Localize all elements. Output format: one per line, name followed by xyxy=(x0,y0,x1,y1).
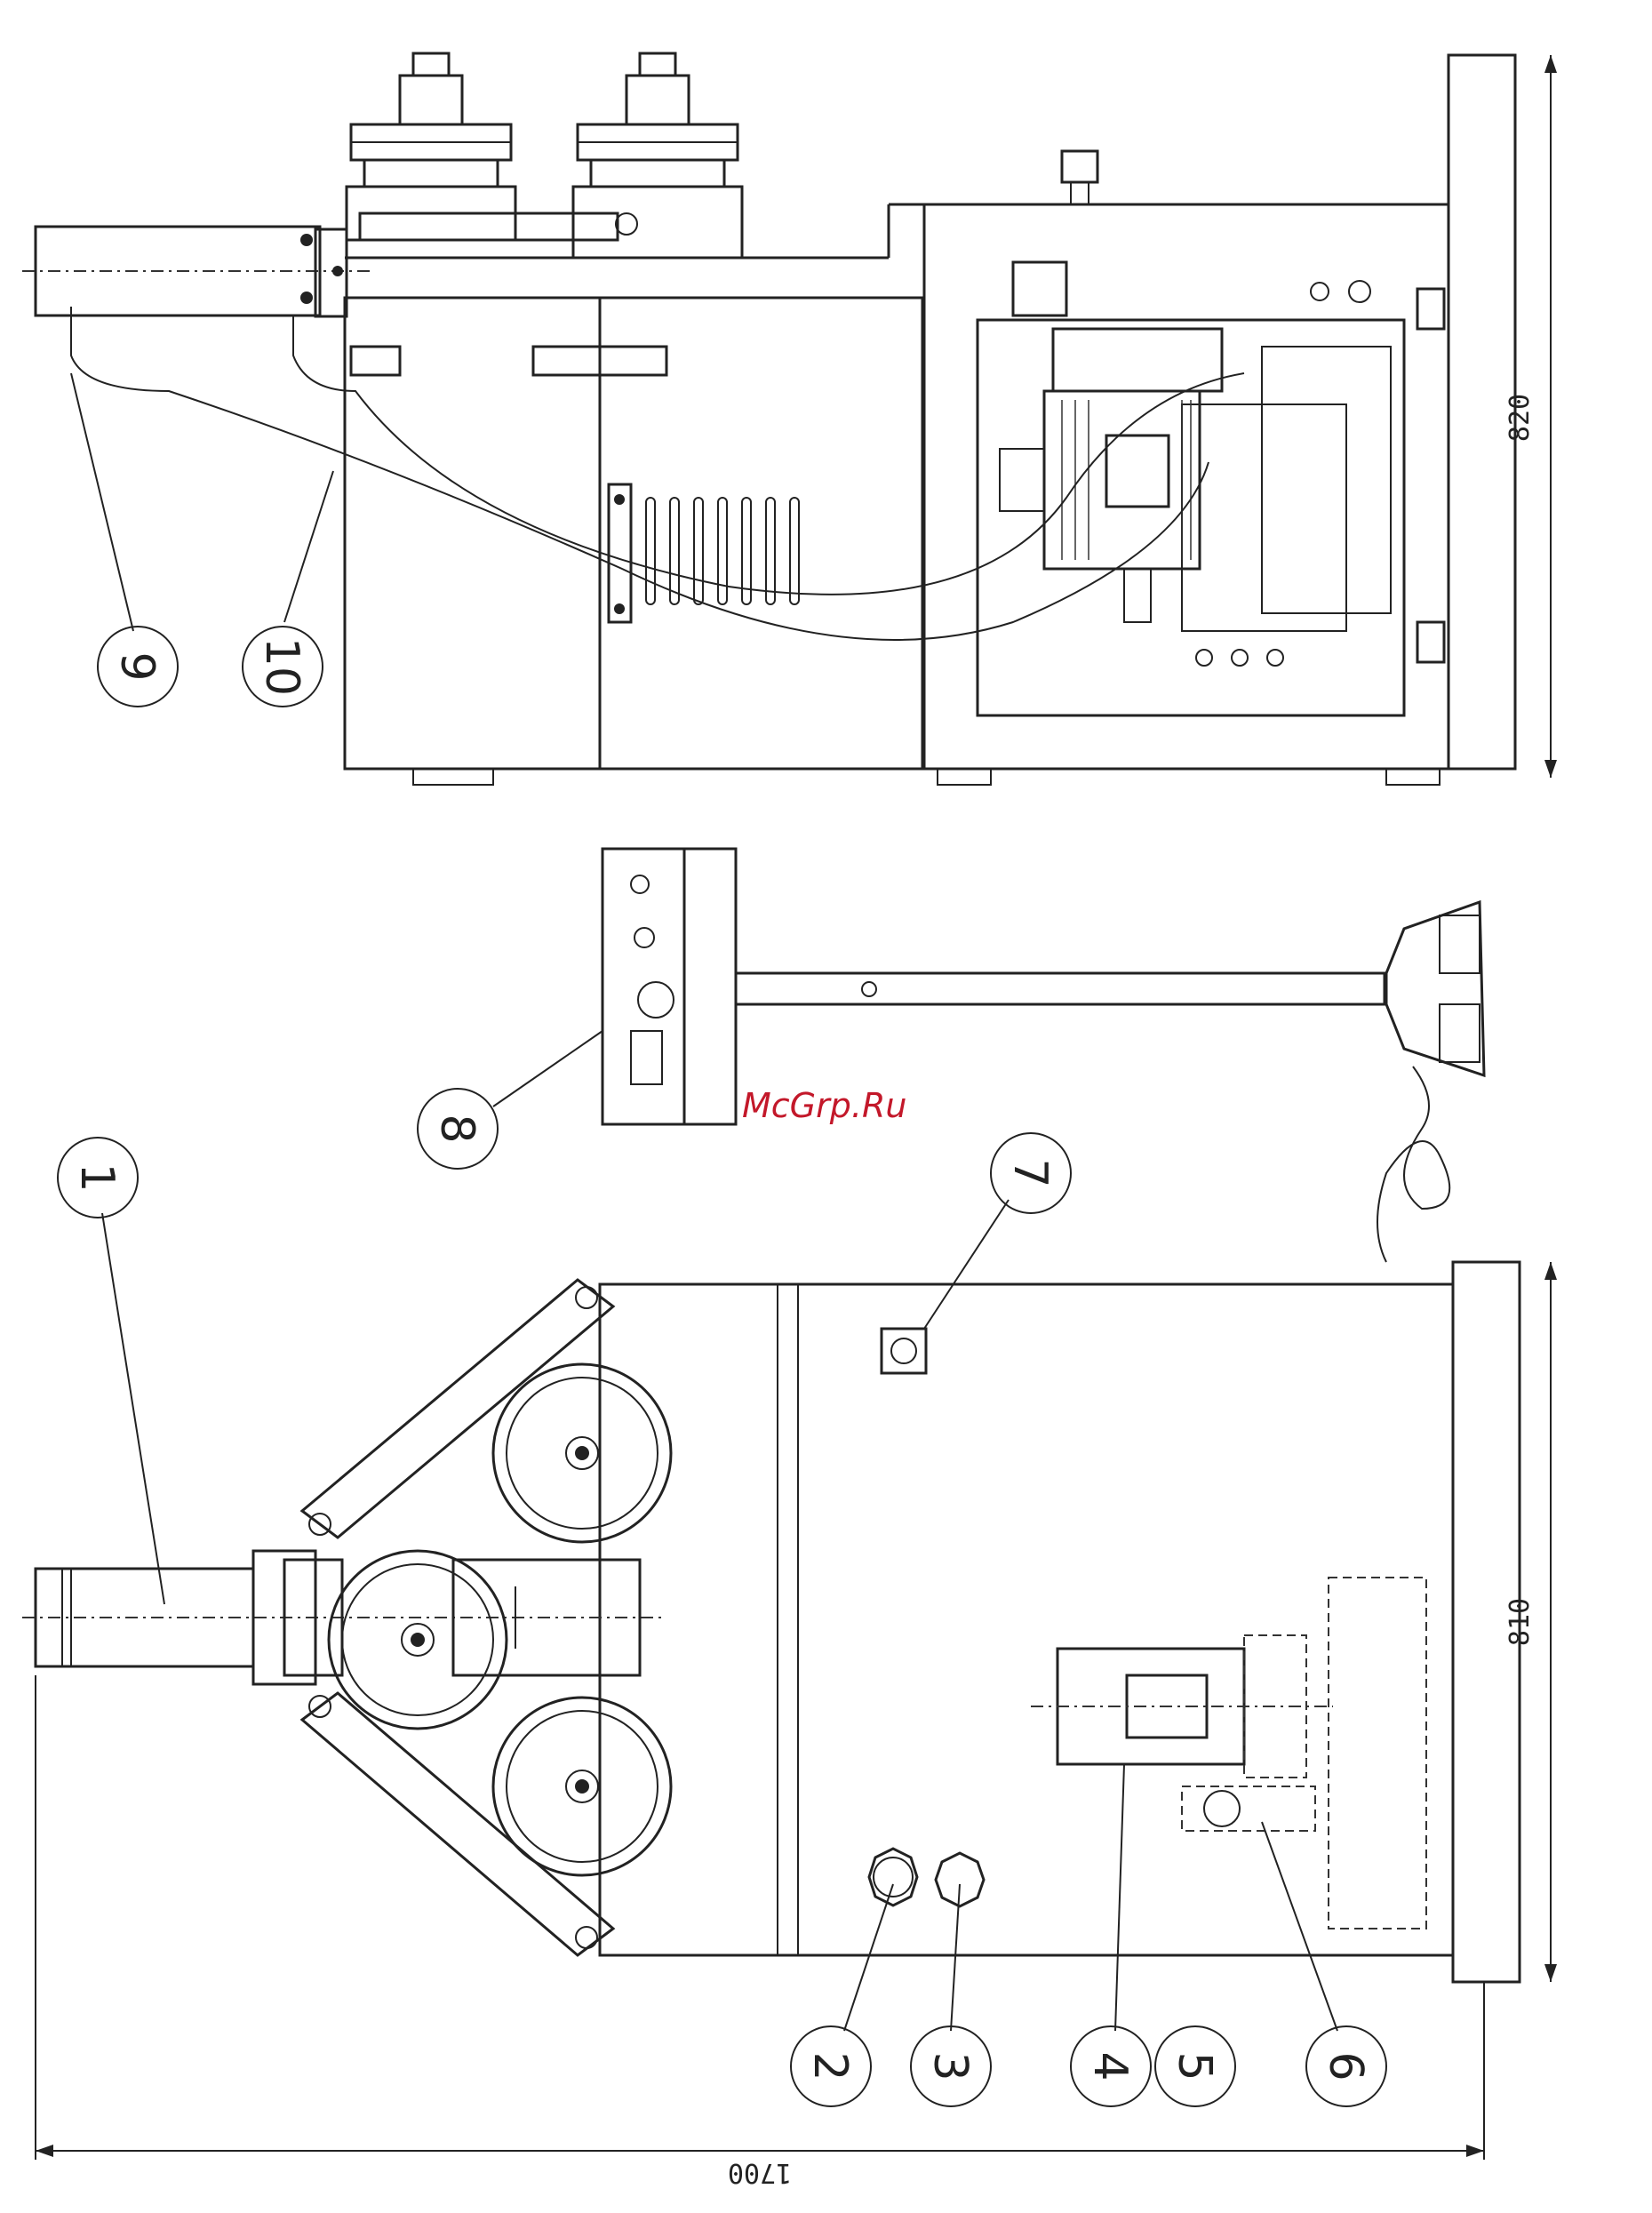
dimension-1700: 1700 xyxy=(728,2157,792,2188)
svg-text:4: 4 xyxy=(1083,2051,1137,2081)
svg-text:1: 1 xyxy=(70,1162,124,1192)
svg-text:5: 5 xyxy=(1168,2051,1221,2081)
callout-10: 10 xyxy=(243,627,323,707)
roller-top xyxy=(493,1364,671,1542)
callout-7: 7 xyxy=(991,1133,1071,1213)
dimension-820: 820 xyxy=(1504,394,1536,442)
svg-text:8: 8 xyxy=(430,1114,483,1143)
dimension-810: 810 xyxy=(1504,1598,1536,1646)
callout-4: 4 xyxy=(1071,2026,1151,2106)
plan-view: 1 7 2 3 4 5 6 xyxy=(22,1133,1557,2188)
callout-9: 9 xyxy=(98,627,178,707)
side-elevation-view: 9 10 820 xyxy=(22,53,1557,785)
control-pendant: 8 xyxy=(418,849,1484,1262)
callout-5: 5 xyxy=(1155,2026,1235,2106)
svg-text:3: 3 xyxy=(923,2051,977,2081)
svg-text:2: 2 xyxy=(803,2051,857,2081)
callout-8: 8 xyxy=(418,1089,498,1169)
callout-2: 2 xyxy=(791,2026,871,2106)
watermark: McGrp.Ru xyxy=(742,1086,906,1125)
vent-slots xyxy=(646,498,799,604)
svg-text:6: 6 xyxy=(1319,2051,1372,2081)
roller-assembly-2 xyxy=(573,53,742,258)
roller-bottom xyxy=(493,1698,671,1875)
callout-6: 6 xyxy=(1306,2026,1386,2106)
foot-pedal xyxy=(1386,902,1484,1075)
svg-text:7: 7 xyxy=(1003,1158,1057,1187)
callout-1: 1 xyxy=(58,1138,138,1218)
callout-3: 3 xyxy=(911,2026,991,2106)
svg-text:10: 10 xyxy=(255,637,308,696)
roller-middle xyxy=(329,1551,507,1729)
svg-text:9: 9 xyxy=(110,651,164,681)
motor-fins xyxy=(1062,400,1191,560)
